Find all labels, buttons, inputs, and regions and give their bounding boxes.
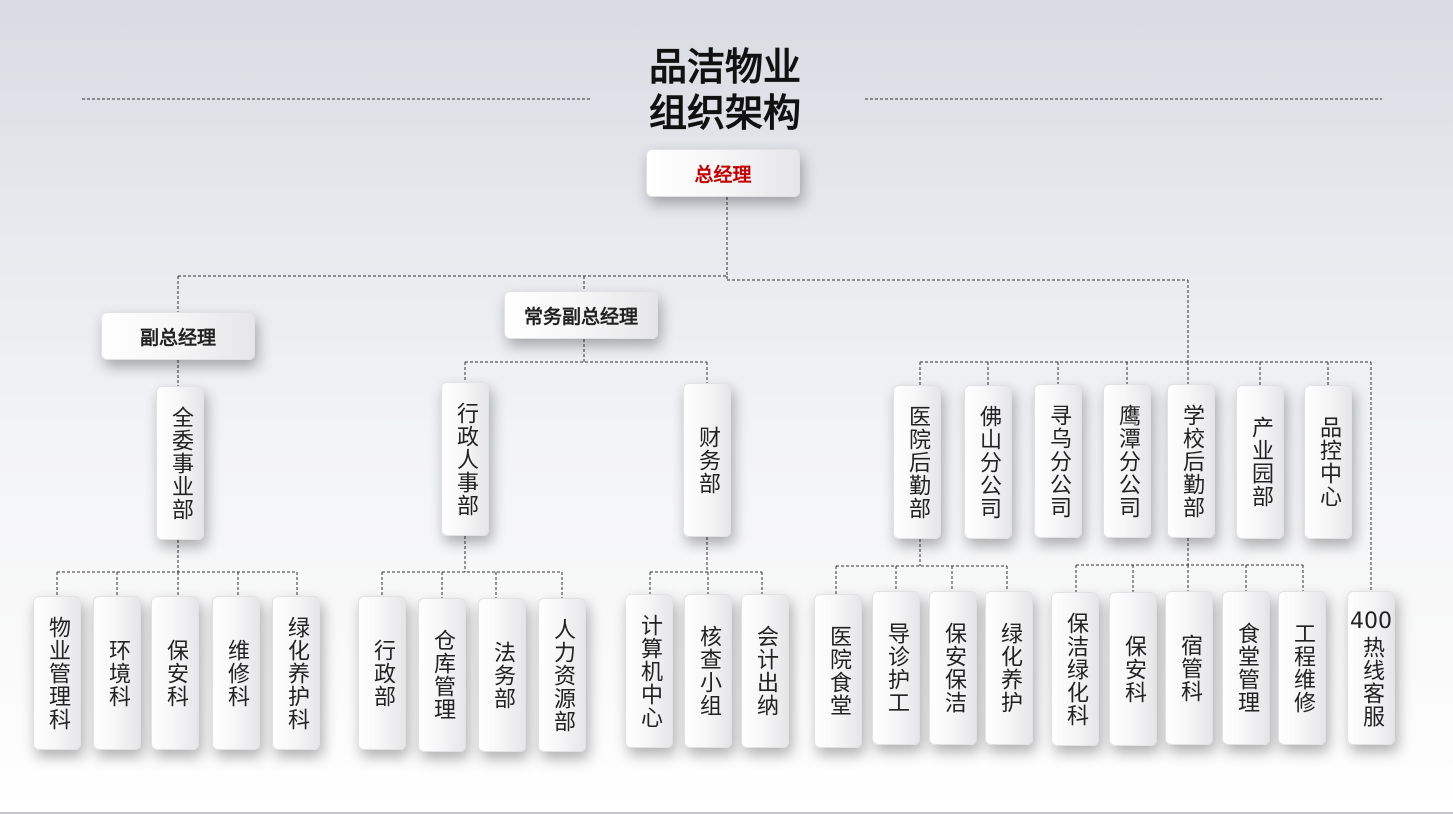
node-left-sub[interactable]: 绿化养护科 [272,596,320,750]
node-right-unit[interactable]: 佛山分公司 [964,385,1012,539]
node-left-sub[interactable]: 维修科 [212,596,260,750]
node-hospital-sub[interactable]: 医院食堂 [814,594,862,748]
node-left-sub[interactable]: 保安科 [151,596,199,750]
node-finance-sub[interactable]: 计算机中心 [625,594,673,748]
node-right-unit[interactable]: 学校后勤部 [1167,384,1215,538]
node-hospital-sub[interactable]: 导诊护工 [872,591,920,745]
hotline-number: 400 [1350,609,1392,634]
node-right-unit[interactable]: 产业园部 [1236,385,1284,539]
node-admin-sub[interactable]: 人力资源部 [538,598,586,752]
node-admin-sub[interactable]: 行政部 [358,596,406,750]
node-school-sub[interactable]: 保洁绿化科 [1051,592,1099,746]
node-hospital-sub[interactable]: 绿化养护 [985,591,1033,745]
node-vice-general-manager[interactable]: 副总经理 [101,312,255,360]
node-left-sub[interactable]: 物业管理科 [33,596,81,750]
node-general-manager[interactable]: 总经理 [646,149,800,197]
title-line-1: 品洁物业 [648,45,801,89]
node-school-sub[interactable]: 食堂管理 [1222,591,1270,745]
node-hospital-sub[interactable]: 保安保洁 [929,591,977,745]
node-admin-sub[interactable]: 法务部 [478,598,526,752]
node-school-sub[interactable]: 宿管科 [1165,591,1213,745]
node-right-unit[interactable]: 医院后勤部 [893,385,941,539]
node-school-sub[interactable]: 工程维修 [1278,591,1326,745]
node-finance-dept[interactable]: 财务部 [683,383,731,537]
title-line-2: 组织架构 [648,91,801,135]
bottom-border [0,812,1453,814]
node-executive-vice-general-manager[interactable]: 常务副总经理 [504,291,658,339]
node-school-sub[interactable]: 保安科 [1109,592,1157,746]
node-left-sub[interactable]: 环境科 [93,596,141,750]
node-hotline-400[interactable]: 400 热线客服 [1347,591,1395,745]
node-finance-sub[interactable]: 会计出纳 [741,594,789,748]
node-right-unit[interactable]: 品控中心 [1304,385,1352,539]
node-right-unit[interactable]: 鹰潭分公司 [1103,384,1151,538]
page-title: 品洁物业 组织架构 [600,44,850,136]
node-right-unit[interactable]: 寻乌分公司 [1034,384,1082,538]
node-admin-sub[interactable]: 仓库管理 [418,598,466,752]
node-admin-hr-dept[interactable]: 行政人事部 [441,382,489,536]
hotline-label: 热线客服 [1359,636,1384,728]
node-full-service-division[interactable]: 全委事业部 [156,386,204,540]
node-finance-sub[interactable]: 核查小组 [684,594,732,748]
